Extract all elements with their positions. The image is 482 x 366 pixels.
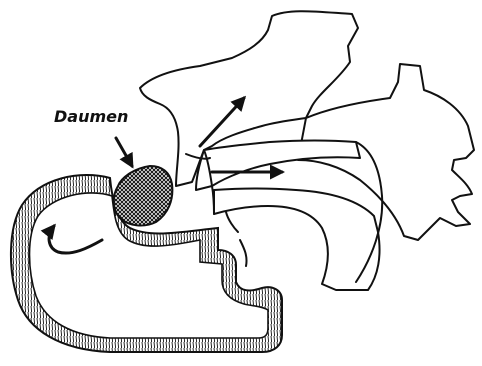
label-pointer-arrow [116,138,132,166]
thumb-mass [114,166,173,225]
lower-tube [214,189,380,291]
valve-low [240,240,247,266]
thumb-label: Daumen [54,107,128,126]
thumb-mass-shape [114,166,173,225]
valve-mid [226,212,238,232]
